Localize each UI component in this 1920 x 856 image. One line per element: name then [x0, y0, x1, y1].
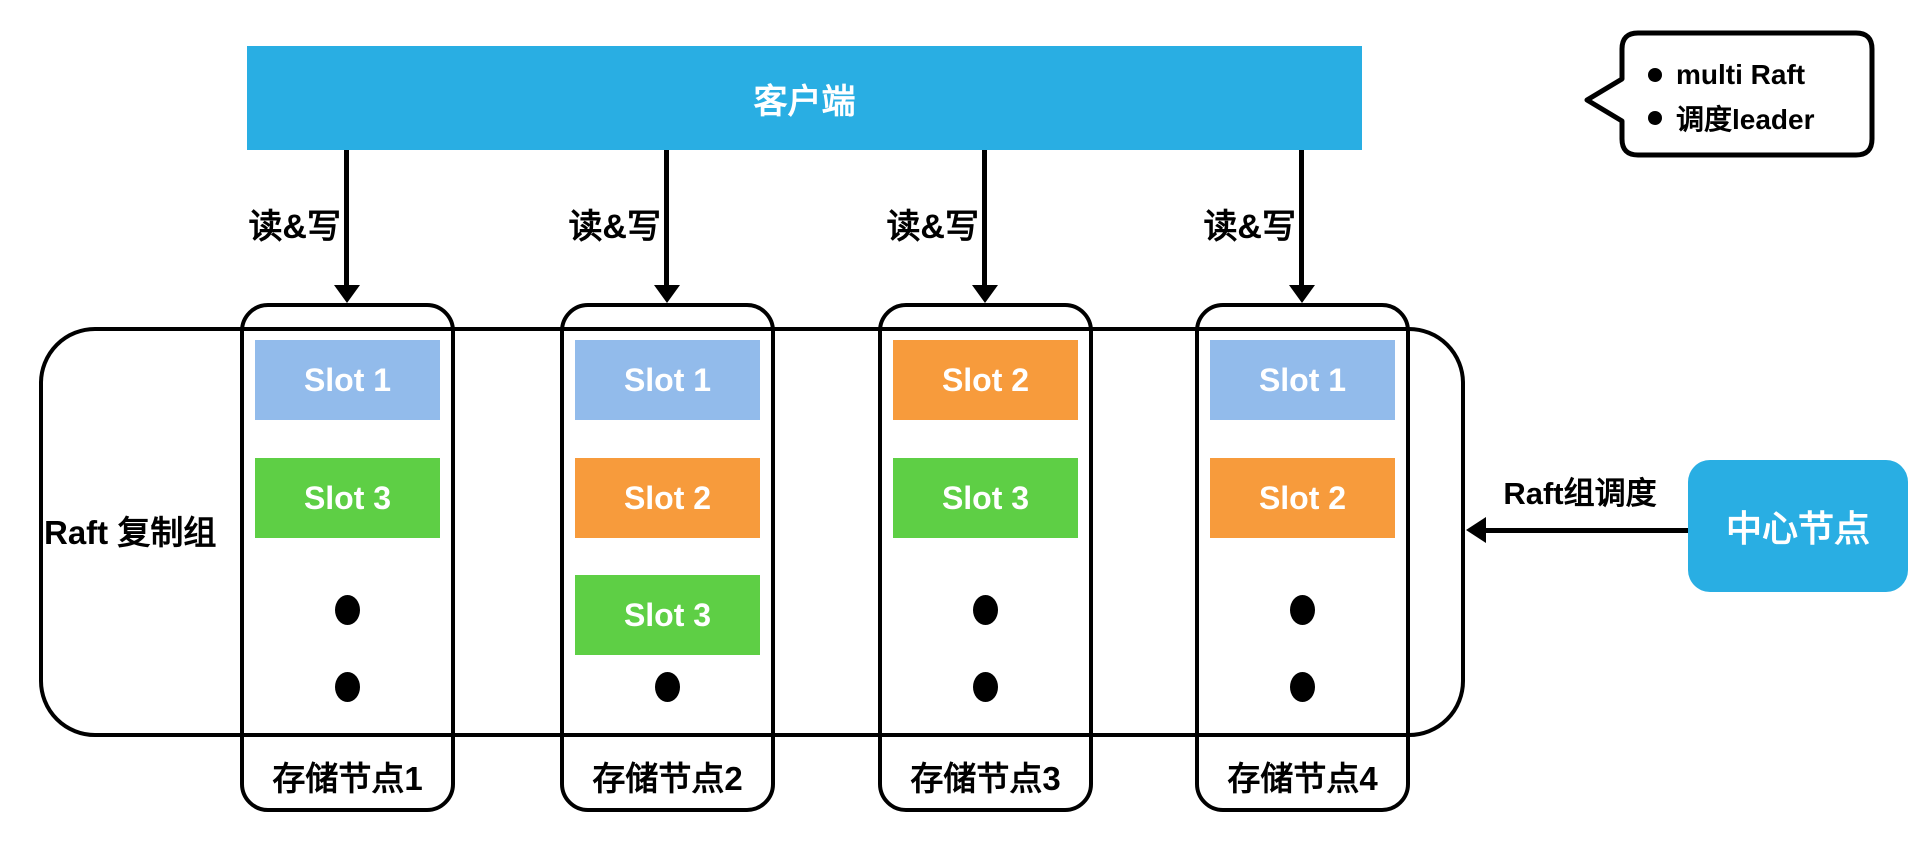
- raft-group-label: Raft 复制组: [44, 514, 217, 551]
- slot-box: Slot 1: [575, 340, 760, 420]
- read-write-label: 读&写: [1203, 208, 1296, 246]
- slot-box: Slot 2: [1210, 458, 1395, 538]
- central-node-box: 中心节点: [1688, 460, 1908, 592]
- storage-node-label: 存储节点1: [272, 760, 423, 797]
- ellipsis-dot: [335, 595, 360, 625]
- slot-box: Slot 2: [893, 340, 1078, 420]
- scheduling-arrow-line: [1486, 528, 1688, 533]
- storage-node-label: 存储节点3: [910, 760, 1061, 797]
- arrow-down-icon: [972, 285, 998, 303]
- slot-box: Slot 3: [575, 575, 760, 655]
- storage-node-4: Slot 1 Slot 2 存储节点4: [1195, 303, 1410, 812]
- callout-item: multi Raft: [1648, 58, 1815, 92]
- client-box: 客户端: [247, 46, 1362, 150]
- storage-node-3: Slot 2 Slot 3 存储节点3: [878, 303, 1093, 812]
- arrow-down-icon: [334, 285, 360, 303]
- ellipsis-dot: [973, 672, 998, 702]
- slot-box: Slot 1: [1210, 340, 1395, 420]
- arrow-down-icon: [654, 285, 680, 303]
- ellipsis-dot: [335, 672, 360, 702]
- read-write-arrow-line: [982, 150, 987, 285]
- storage-node-2: Slot 1 Slot 2 Slot 3 存储节点2: [560, 303, 775, 812]
- slot-box: Slot 3: [893, 458, 1078, 538]
- read-write-label: 读&写: [886, 208, 979, 246]
- read-write-arrow-line: [664, 150, 669, 285]
- ellipsis-dot: [1290, 672, 1315, 702]
- read-write-label: 读&写: [568, 208, 661, 246]
- slot-box: Slot 2: [575, 458, 760, 538]
- read-write-arrow-line: [1299, 150, 1304, 285]
- slot-box: Slot 1: [255, 340, 440, 420]
- bullet-icon: [1648, 111, 1662, 125]
- callout-list: multi Raft 调度leader: [1648, 58, 1815, 135]
- arrow-left-icon: [1466, 517, 1486, 543]
- callout-item-label: 调度leader: [1676, 104, 1815, 135]
- callout-item-label: multi Raft: [1676, 59, 1806, 90]
- scheduling-arrow-label: Raft组调度: [1503, 476, 1657, 511]
- arrow-down-icon: [1289, 285, 1315, 303]
- slot-box: Slot 3: [255, 458, 440, 538]
- read-write-arrow-line: [344, 150, 349, 285]
- ellipsis-dot: [655, 672, 680, 702]
- bullet-icon: [1648, 68, 1662, 82]
- callout-bubble: [1584, 30, 1875, 158]
- storage-node-label: 存储节点2: [592, 760, 743, 797]
- storage-node-label: 存储节点4: [1227, 760, 1378, 797]
- ellipsis-dot: [1290, 595, 1315, 625]
- ellipsis-dot: [973, 595, 998, 625]
- callout-item: 调度leader: [1648, 101, 1815, 135]
- read-write-label: 读&写: [248, 208, 341, 246]
- storage-node-1: Slot 1 Slot 3 存储节点1: [240, 303, 455, 812]
